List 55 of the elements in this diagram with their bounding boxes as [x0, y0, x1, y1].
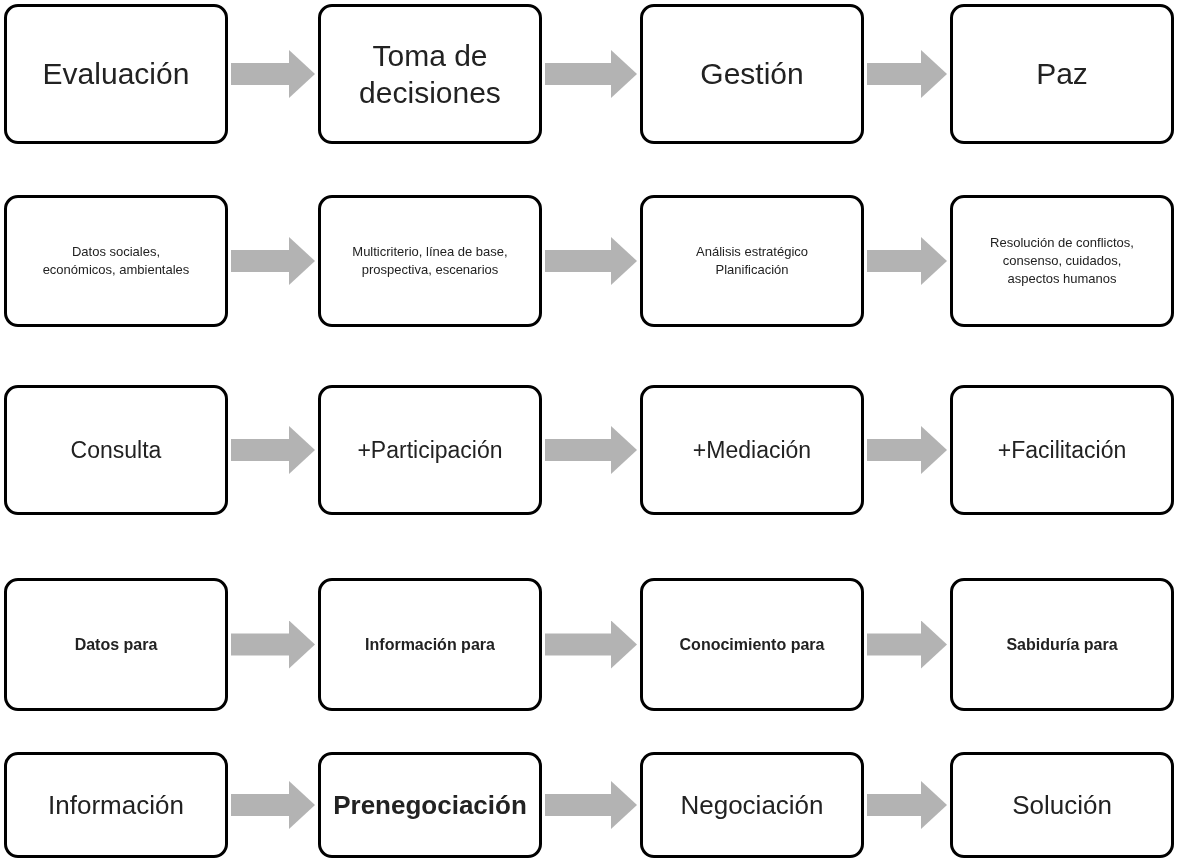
box-label: Información para	[364, 634, 496, 655]
block-arrow	[231, 237, 315, 285]
process-box	[318, 4, 542, 144]
box-label: Toma de decisiones	[358, 37, 502, 111]
process-box	[318, 578, 542, 711]
process-box	[4, 195, 228, 327]
process-box	[640, 752, 864, 858]
block-arrow	[231, 620, 315, 669]
block-arrow	[545, 237, 637, 285]
box-label: Negociación	[680, 788, 824, 822]
process-box	[640, 4, 864, 144]
process-box	[4, 578, 228, 711]
process-box	[950, 752, 1174, 858]
box-label: Datos sociales, económicos, ambientales	[41, 243, 191, 279]
process-box	[640, 578, 864, 711]
block-arrow	[867, 620, 947, 669]
box-label: Datos para	[73, 634, 159, 655]
box-label: Paz	[1036, 56, 1088, 93]
box-label: Conocimiento para	[678, 634, 826, 655]
box-label: Gestión	[700, 56, 804, 93]
block-arrow	[867, 426, 947, 474]
box-label: Información	[48, 788, 184, 822]
block-arrow	[231, 50, 315, 98]
process-box	[318, 752, 542, 858]
box-label: Solución	[1012, 788, 1112, 822]
box-label: +Participación	[357, 435, 503, 465]
process-box	[318, 195, 542, 327]
block-arrow	[545, 50, 637, 98]
process-box	[4, 4, 228, 144]
box-label: +Mediación	[692, 435, 812, 465]
process-box	[950, 195, 1174, 327]
box-label: Consulta	[70, 435, 162, 465]
box-label: +Facilitación	[997, 435, 1127, 465]
box-label: Prenegociación	[333, 788, 527, 822]
process-box	[318, 385, 542, 515]
box-label: Resolución de conflictos, consenso, cuidados, aspectos humanos	[989, 234, 1135, 288]
block-arrow	[545, 426, 637, 474]
box-label: Multicriterio, línea de base, prospectiva, escenarios	[351, 243, 509, 279]
block-arrow	[867, 781, 947, 829]
process-box	[4, 752, 228, 858]
process-box	[640, 195, 864, 327]
process-box	[950, 578, 1174, 711]
box-label: Sabiduría para	[1005, 634, 1119, 655]
process-box	[4, 385, 228, 515]
block-arrow	[231, 426, 315, 474]
box-label: Evaluación	[42, 56, 190, 93]
block-arrow	[545, 781, 637, 829]
block-arrow	[867, 50, 947, 98]
process-box	[950, 385, 1174, 515]
block-arrow	[867, 237, 947, 285]
block-arrow	[231, 781, 315, 829]
box-label: Análisis estratégico Planificación	[695, 243, 809, 279]
process-box	[640, 385, 864, 515]
block-arrow	[545, 620, 637, 669]
process-box	[950, 4, 1174, 144]
